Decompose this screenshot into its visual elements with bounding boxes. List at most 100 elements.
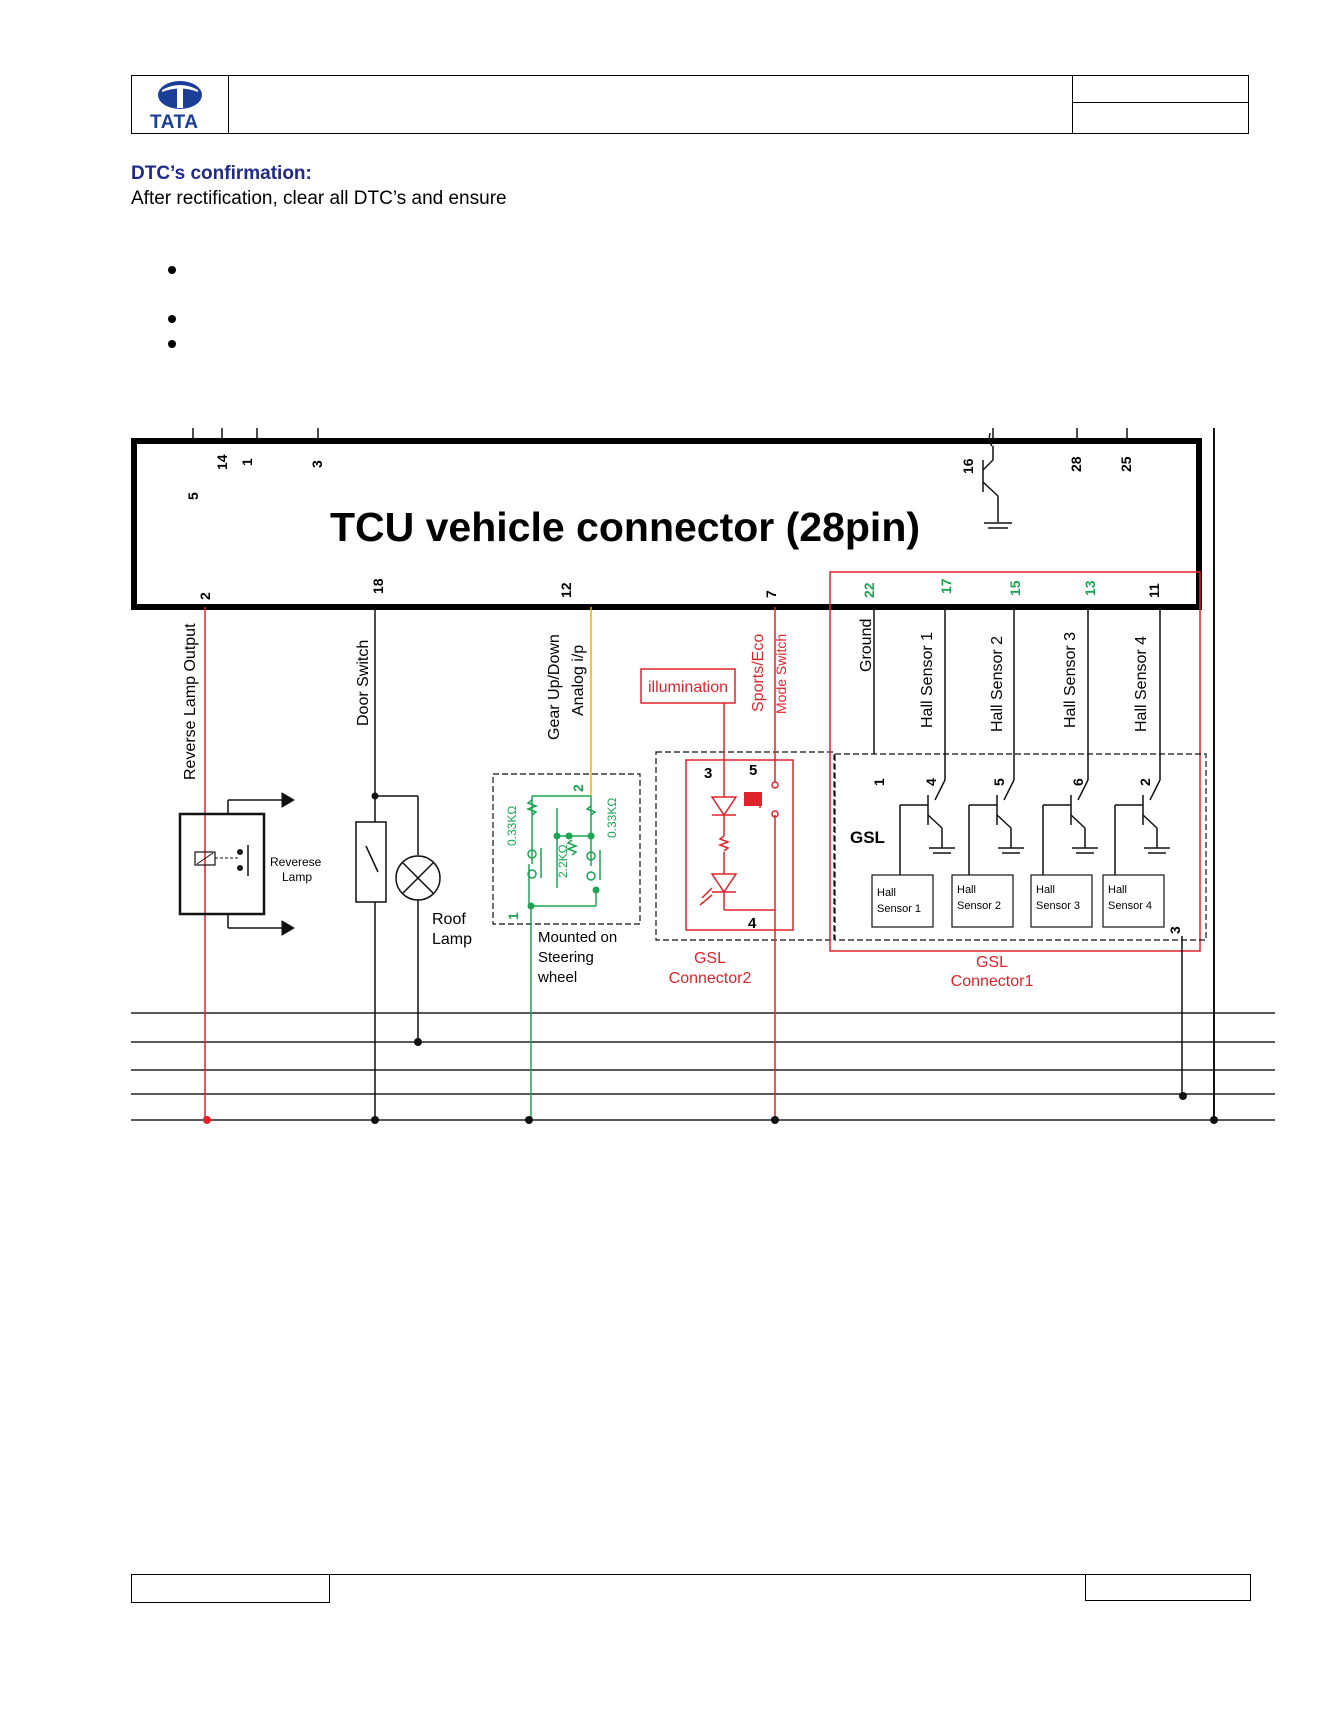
gsl-label: GSL: [850, 828, 885, 847]
bottom-pin-18: 18: [370, 578, 386, 594]
gsl1-pin-6: 6: [1070, 778, 1086, 786]
tata-logo: TATA: [132, 76, 229, 133]
illumination-label: illumination: [648, 679, 728, 696]
footer-right-box: [1085, 1574, 1251, 1601]
steering-r3-label: 0.33KΩ: [605, 798, 619, 838]
gsl1-label-2: Connector1: [951, 973, 1034, 990]
reverse-lamp-label-1: Reverese: [270, 855, 322, 869]
signal-analog-ip: Analog i/p: [570, 645, 587, 716]
steering-switch-box: [492, 773, 641, 925]
steering-r1-label: 0.33KΩ: [505, 806, 519, 846]
bus-lines: [131, 1012, 1275, 1121]
gsl-connector2-box: [655, 751, 835, 941]
gsl1-pin-1: 1: [871, 778, 887, 786]
tata-emblem-icon: [158, 81, 202, 109]
header-meta-box: [1072, 76, 1248, 133]
hall-transistor-3-icon: [1042, 779, 1098, 875]
gsl1-pin-2: 2: [1137, 778, 1153, 786]
bottom-pin-17: 17: [938, 578, 954, 594]
signal-hall-sensor-4: Hall Sensor 4: [1133, 636, 1150, 732]
hall-box-2-name: Sensor 2: [957, 900, 1001, 912]
gsl2-pin-4: 4: [748, 915, 757, 932]
bullet-3: [168, 340, 176, 348]
gsl1-pin-3: 3: [1167, 926, 1183, 934]
bullet-1: [168, 266, 176, 274]
door-switch-circuit: [355, 607, 419, 1120]
footer-left-box: [131, 1574, 330, 1603]
footer-line: [330, 1574, 1085, 1575]
logo-text: TATA: [150, 112, 199, 133]
tcu-transistor-icon: [982, 432, 1012, 529]
gsl2-pin-5: 5: [749, 762, 757, 779]
gsl1-pin-5: 5: [991, 778, 1007, 786]
illumination-label-box: [640, 668, 736, 704]
steering-caption-1: Mounted on: [538, 929, 617, 946]
page-header: TATA: [131, 75, 1249, 134]
signal-ground: Ground: [858, 619, 875, 672]
signal-hall-sensor-2: Hall Sensor 2: [989, 636, 1006, 732]
bottom-pin-12: 12: [558, 582, 574, 598]
steering-switch-circuit: [525, 795, 601, 1120]
top-pin-3: 3: [309, 460, 325, 468]
hall-transistor-4-icon: [1114, 779, 1170, 875]
reverse-lamp-label-2: Lamp: [282, 870, 312, 884]
gsl-connector1-box: [834, 753, 1207, 941]
signal-mode-switch: Mode Switch: [773, 634, 789, 714]
roof-lamp-label-1: Roof: [432, 911, 466, 928]
bottom-pin-13: 13: [1082, 580, 1098, 596]
hall-sensor-box-4: [1102, 874, 1165, 928]
hall-transistor-2-icon: [968, 779, 1024, 875]
signal-sports-eco: Sports/Eco: [750, 634, 767, 712]
top-pin-25: 25: [1118, 456, 1134, 472]
gsl1-pin-4: 4: [923, 778, 939, 786]
bottom-pin-7: 7: [763, 590, 779, 598]
steering-r2-label: 2.2KΩ: [556, 844, 570, 878]
hall-sensor-box-2: [951, 874, 1014, 928]
tcu-connector-box: [131, 438, 1202, 610]
signal-reverse-lamp-output: Reverse Lamp Output: [182, 623, 199, 780]
hall-transistors: [899, 779, 1170, 875]
bottom-pin-22: 22: [861, 582, 877, 598]
gsl2-pin-3: 3: [704, 765, 712, 782]
bottom-pin-11: 11: [1146, 583, 1162, 598]
hall-transistor-1-icon: [899, 779, 955, 875]
hall-box-4-name: Sensor 4: [1108, 900, 1152, 912]
roof-lamp-label-2: Lamp: [432, 931, 472, 948]
section-heading: DTC’s confirmation:: [131, 163, 312, 184]
gsl-connector2-circuit: [699, 607, 779, 1120]
top-pin-5: 5: [185, 492, 201, 500]
steering-pin-1: 1: [505, 912, 521, 920]
gsl1-label-1: GSL: [976, 954, 1008, 971]
hall-box-3-name: Sensor 3: [1036, 900, 1080, 912]
signal-door-switch: Door Switch: [355, 640, 372, 726]
hall-box-1-word: Hall: [877, 887, 896, 899]
hall-box-1-name: Sensor 1: [877, 903, 921, 915]
top-pin-16: 16: [960, 458, 976, 474]
tcu-title: TCU vehicle connector (28pin): [330, 504, 920, 550]
steering-caption-3: wheel: [537, 969, 577, 986]
top-pin-28: 28: [1068, 456, 1084, 472]
top-pin-14: 14: [214, 454, 230, 470]
roof-lamp-icon: [395, 855, 441, 901]
bullet-2: [168, 315, 176, 323]
steering-caption-2: Steering: [538, 949, 594, 966]
hall-sensor-box-3: [1030, 874, 1093, 928]
top-pin-1: 1: [239, 458, 255, 466]
hall-box-4-word: Hall: [1108, 884, 1127, 896]
hall-sensor-box-1: [871, 874, 934, 928]
steering-pin-2: 2: [570, 784, 586, 792]
gsl2-label-1: GSL: [694, 950, 726, 967]
bottom-pin-15: 15: [1007, 580, 1023, 596]
gsl-connector1-red-box: [829, 571, 1201, 952]
hall-box-3-word: Hall: [1036, 884, 1055, 896]
gsl2-label-2: Connector2: [669, 970, 752, 987]
signal-gear-updown: Gear Up/Down: [546, 634, 563, 740]
gsl-connector1-circuit: [873, 607, 1183, 1094]
section-text: After rectification, clear all DTC’s and…: [131, 188, 507, 209]
bottom-pin-2: 2: [197, 592, 213, 600]
reverse-lamp-relay: [178, 792, 295, 936]
hall-box-2-word: Hall: [957, 884, 976, 896]
signal-hall-sensor-1: Hall Sensor 1: [919, 632, 936, 728]
signal-hall-sensor-3: Hall Sensor 3: [1062, 632, 1079, 728]
